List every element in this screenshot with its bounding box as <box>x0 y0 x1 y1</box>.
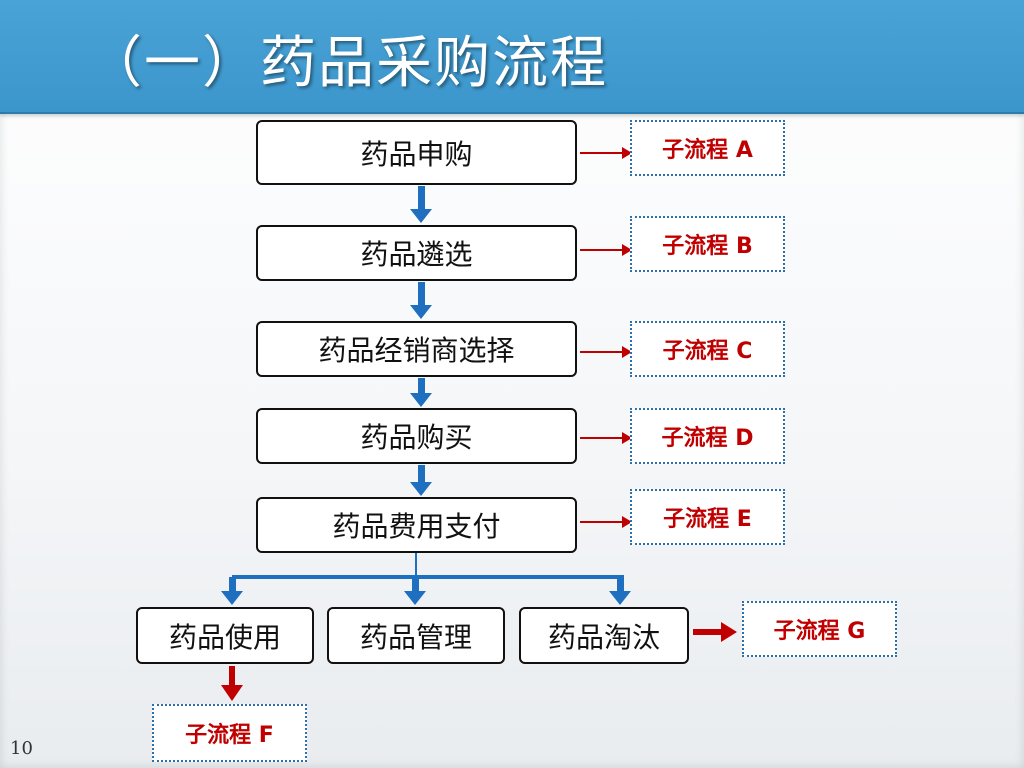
branch-bar <box>232 575 624 579</box>
link-arrow-e-shaft <box>580 521 624 523</box>
subprocess-tag-d: 子流程 D <box>630 408 785 464</box>
subprocess-tag-c: 子流程 C <box>630 321 785 377</box>
branch-box-eliminate: 药品淘汰 <box>519 607 689 664</box>
flow-arrow-3-head <box>410 393 432 407</box>
branch-arrow-middle-shaft <box>412 577 419 591</box>
flow-arrow-4-shaft <box>418 465 425 483</box>
flow-arrow-1-shaft <box>418 186 425 210</box>
step-box-apply: 药品申购 <box>256 120 577 185</box>
title-bar: （一）药品采购流程 <box>0 0 1024 114</box>
flow-arrow-4-head <box>410 482 432 496</box>
page-number: 10 <box>10 738 33 759</box>
flow-arrow-2-shaft <box>418 282 425 306</box>
link-arrow-g-head <box>721 622 737 642</box>
branch-arrow-left-shaft <box>229 577 236 591</box>
link-arrow-f-shaft <box>229 666 235 686</box>
branch-stem <box>415 553 417 577</box>
step-box-purchase: 药品购买 <box>256 408 577 464</box>
link-arrow-d-shaft <box>580 437 624 439</box>
link-arrow-b-head <box>622 244 632 256</box>
branch-arrow-left-head <box>221 591 243 605</box>
link-arrow-a-head <box>622 147 632 159</box>
flow-arrow-2-head <box>410 305 432 319</box>
link-arrow-e-head <box>622 516 632 528</box>
subprocess-tag-b: 子流程 B <box>630 216 785 272</box>
link-arrow-a-shaft <box>580 152 624 154</box>
step-box-select: 药品遴选 <box>256 225 577 281</box>
link-arrow-b-shaft <box>580 249 624 251</box>
branch-box-use: 药品使用 <box>136 607 314 664</box>
subprocess-tag-a: 子流程 A <box>630 120 785 176</box>
subprocess-tag-f: 子流程 F <box>152 704 307 762</box>
link-arrow-d-head <box>622 432 632 444</box>
flow-arrow-1-head <box>410 209 432 223</box>
step-box-distributor: 药品经销商选择 <box>256 321 577 377</box>
subprocess-tag-g: 子流程 G <box>742 601 897 657</box>
subprocess-tag-e: 子流程 E <box>630 489 785 545</box>
slide-title: （一）药品采购流程 <box>86 31 608 96</box>
link-arrow-c-head <box>622 346 632 358</box>
branch-arrow-right-head <box>609 591 631 605</box>
link-arrow-g-shaft <box>693 629 723 635</box>
branch-arrow-right-shaft <box>617 577 624 591</box>
branch-arrow-middle-head <box>404 591 426 605</box>
link-arrow-c-shaft <box>580 351 624 353</box>
flow-arrow-3-shaft <box>418 378 425 394</box>
step-box-payment: 药品费用支付 <box>256 497 577 553</box>
link-arrow-f-head <box>221 685 243 701</box>
branch-box-manage: 药品管理 <box>327 607 505 664</box>
